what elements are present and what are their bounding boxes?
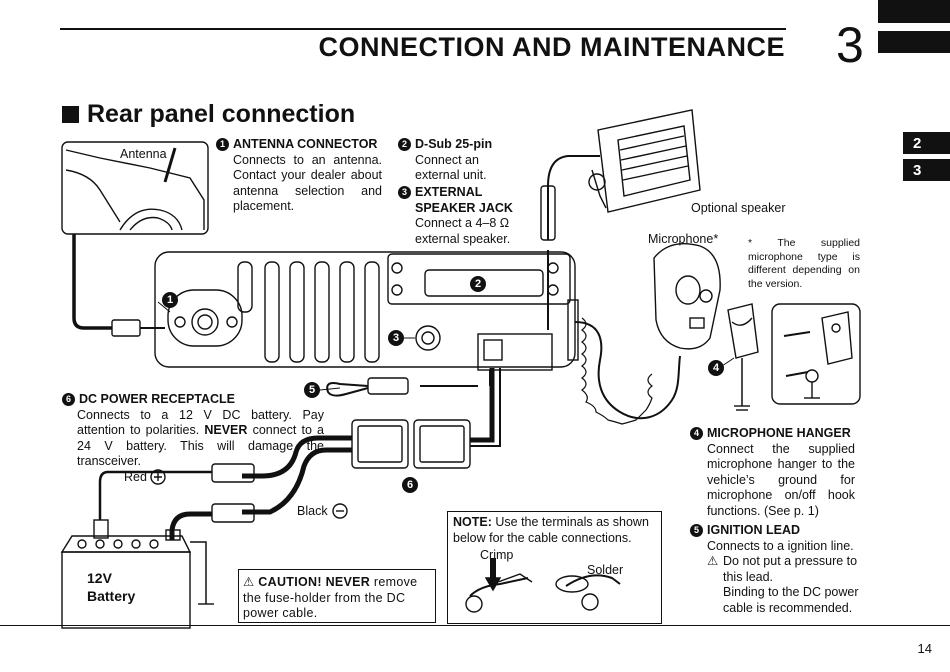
microphone-icon <box>653 243 721 350</box>
chapter-number: 3 <box>836 17 864 73</box>
item-number-6: 6 <box>62 393 75 406</box>
item-speaker-text: Connect a 4–8 Ω external speaker. <box>415 216 511 246</box>
coiled-mic-cord <box>574 321 681 420</box>
label-optional-speaker: Optional speaker <box>691 201 786 215</box>
caution-label: CAUTION! NEVER <box>258 575 371 589</box>
dc-power-never: NEVER <box>204 423 248 437</box>
antenna-cable <box>72 234 112 330</box>
item-hanger-title: MICROPHONE HANGER <box>707 426 851 440</box>
tab-chapter-2[interactable]: 2 <box>903 132 950 154</box>
ignition-warn-text: Do not put a pressure to this lead. <box>723 554 858 584</box>
dc-power-text-b: connect to a 24 V battery. This will dam… <box>77 423 325 468</box>
dc-plug-female <box>351 419 409 469</box>
item-dsub-title: D-Sub 25-pin <box>415 137 493 151</box>
item-number-2: 2 <box>398 138 411 151</box>
item-number-5: 5 <box>690 524 703 537</box>
mic-footnote: * The supplied microphone type is differ… <box>748 237 860 290</box>
callout-4: 4 <box>708 360 724 376</box>
item-dsub: 2 D-Sub 25-pin Connect an external unit. <box>398 137 520 184</box>
item-speaker: 3 EXTERNAL SPEAKER JACK Connect a 4–8 Ω e… <box>398 185 520 247</box>
ignition-fuse-holder <box>367 377 409 395</box>
header-rule <box>60 28 786 30</box>
antenna-whip-icon <box>163 147 177 183</box>
callout-3: 3 <box>388 330 404 346</box>
callout-2: 2 <box>470 276 486 292</box>
antenna-plug <box>111 319 141 337</box>
square-bullet-icon <box>62 106 79 123</box>
label-crimp: Crimp <box>480 548 514 562</box>
tab-chapter-3[interactable]: 3 <box>903 159 950 181</box>
item-number-4: 4 <box>690 427 703 440</box>
section-title: Rear panel connection <box>62 100 355 129</box>
item-dc-power-text: Connects to a 12 V DC battery. Pay atten… <box>62 408 324 470</box>
dc-power-text-a: Connects to a 12 V DC battery. Pay atten… <box>77 407 324 438</box>
dc-plug-male <box>413 419 471 469</box>
item-dsub-text: Connect an external unit. <box>415 152 487 183</box>
dc-receptacle <box>477 333 553 371</box>
optional-speaker-icon <box>588 109 701 213</box>
label-black: Black <box>297 504 328 518</box>
label-microphone: Microphone* <box>648 232 719 246</box>
item-dc-power: 6 DC POWER RECEPTACLE Connects to a 12 V … <box>62 392 324 470</box>
item-ignition-text: Connects to a ignition line. <box>707 538 854 553</box>
item-antenna-text: Connects to an antenna. Contact your dea… <box>233 152 382 214</box>
minus-icon <box>332 503 348 519</box>
item-ignition-title: IGNITION LEAD <box>707 523 801 537</box>
thumb-bar-mid <box>878 31 950 53</box>
caution-body: remove the fuse-holder from the DC power… <box>243 575 418 620</box>
caution-box <box>238 569 436 623</box>
plus-icon <box>150 469 166 485</box>
item-speaker-title: EXTERNAL SPEAKER JACK <box>415 185 513 215</box>
item-ignition-warning: ⚠ Do not put a pressure to this lead. <box>690 554 868 585</box>
callout-6: 6 <box>402 477 418 493</box>
label-solder: Solder <box>587 563 624 577</box>
car-inset-frame <box>61 141 209 235</box>
item-dc-power-title: DC POWER RECEPTACLE <box>79 392 236 406</box>
footer-rule <box>0 625 950 626</box>
transceiver-body <box>154 251 576 368</box>
mic-hanger-icon <box>727 303 759 411</box>
item-hanger-text: Connect the supplied microphone hanger t… <box>707 441 855 518</box>
label-antenna: Antenna <box>120 147 167 161</box>
ignition-note-text: Binding to the DC power cable is recomme… <box>723 585 859 615</box>
label-red: Red <box>124 470 147 484</box>
item-number-3: 3 <box>398 186 411 199</box>
item-hanger: 4 MICROPHONE HANGER Connect the supplied … <box>690 426 855 519</box>
battery-icon <box>60 519 192 629</box>
ring-terminal-crimp-icon <box>465 595 483 613</box>
item-antenna-title: ANTENNA CONNECTOR <box>233 137 378 151</box>
label-battery: Battery <box>87 588 136 604</box>
thumb-bar-top <box>878 0 950 23</box>
warning-triangle-icon: ⚠ <box>707 554 719 568</box>
callout-1: 1 <box>162 292 178 308</box>
hanger-detail-box <box>771 303 861 405</box>
caution-text: ⚠ CAUTION! NEVER remove the fuse-holder … <box>243 575 433 622</box>
item-number-1: 1 <box>216 138 229 151</box>
antenna-socket-plate <box>167 289 243 347</box>
solder-tip-icon <box>555 575 589 593</box>
chapter-title: CONNECTION AND MAINTENANCE <box>318 32 785 62</box>
note-box <box>447 511 662 624</box>
caution-triangle-icon: ⚠ <box>243 575 255 589</box>
speaker-jack <box>415 325 441 351</box>
dsub-connector <box>424 269 544 297</box>
note-text: NOTE: Use the terminals as shown below f… <box>453 515 659 546</box>
callout-5: 5 <box>304 382 320 398</box>
page-number: 14 <box>917 641 932 656</box>
section-title-text: Rear panel connection <box>87 100 356 128</box>
ring-terminal-solder-icon <box>581 593 599 611</box>
note-label: NOTE: <box>453 515 492 529</box>
item-ignition: 5 IGNITION LEAD Connects to a ignition li… <box>690 523 868 616</box>
car-body <box>65 149 205 230</box>
item-antenna: 1 ANTENNA CONNECTOR Connects to an antenn… <box>216 137 382 215</box>
label-battery-voltage: 12V <box>87 570 112 586</box>
note-body: Use the terminals as shown below for the… <box>453 515 649 545</box>
